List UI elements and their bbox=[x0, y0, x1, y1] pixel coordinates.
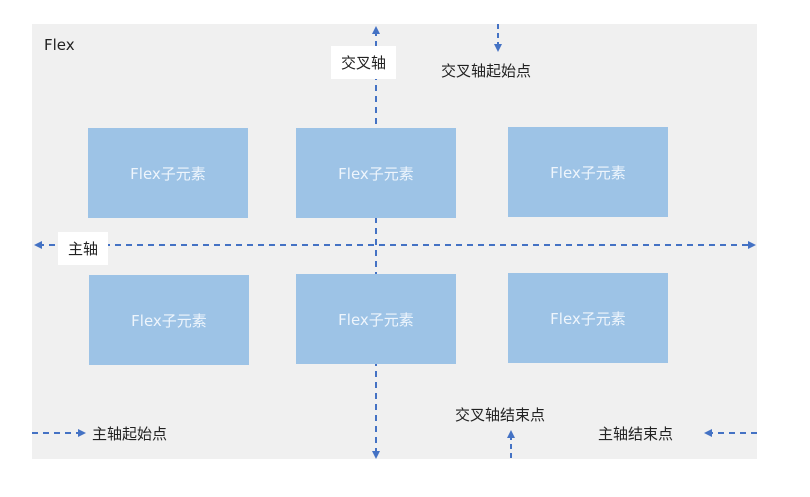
flex-item: Flex子元素 bbox=[508, 273, 668, 363]
main-axis-start-label: 主轴起始点 bbox=[92, 425, 168, 443]
flex-item: Flex子元素 bbox=[508, 127, 668, 217]
flex-item: Flex子元素 bbox=[89, 275, 249, 365]
main-axis-end-label: 主轴结束点 bbox=[598, 425, 674, 443]
cross-axis-end-label: 交叉轴结束点 bbox=[455, 406, 546, 424]
container-title: Flex bbox=[44, 36, 75, 54]
flex-item: Flex子元素 bbox=[296, 274, 456, 364]
flex-item: Flex子元素 bbox=[88, 128, 248, 218]
main-axis-label: 主轴 bbox=[58, 232, 109, 265]
flex-item: Flex子元素 bbox=[296, 128, 456, 218]
cross-axis-start-label: 交叉轴起始点 bbox=[441, 62, 532, 80]
cross-axis-label: 交叉轴 bbox=[331, 46, 397, 79]
